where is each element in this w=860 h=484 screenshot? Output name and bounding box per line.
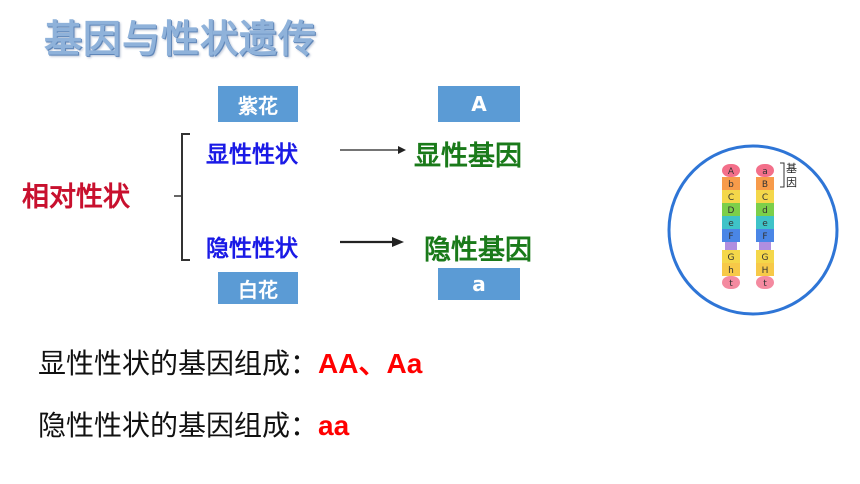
right-chromosome-centromere <box>759 242 771 250</box>
right-chromosome-gene-letter: e <box>762 219 768 229</box>
left-chromosome-band <box>722 203 740 216</box>
right-chromosome-gene-letter: C <box>762 193 768 203</box>
right-chromosome-gene-letter: a <box>762 167 768 177</box>
left-chromosome-gene-letter: C <box>728 193 734 203</box>
right-chromosome-band <box>756 203 774 216</box>
gene-marker-label-1: 基 <box>786 162 797 175</box>
left-chromosome-band <box>722 263 740 276</box>
genotype-aa: aa <box>318 410 350 441</box>
right-chromosome-band <box>756 229 774 242</box>
right-chromosome-band <box>756 263 774 276</box>
dominant-genotype-line: 显性性状的基因组成：AA、Aa <box>38 342 422 382</box>
right-chromosome-band <box>756 177 774 190</box>
right-chromosome-band <box>756 276 774 289</box>
genotype-separator: 、 <box>358 348 387 379</box>
left-chromosome-band <box>722 164 740 177</box>
left-chromosome-gene-letter: h <box>728 266 734 276</box>
right-chromosome-gene-letter: B <box>762 180 768 190</box>
relative-trait-label: 相对性状 <box>22 182 130 213</box>
left-chromosome-gene-letter: G <box>728 253 735 263</box>
left-chromosome-band <box>722 250 740 263</box>
left-chromosome-centromere <box>725 242 737 250</box>
left-chromosome-gene-letter: b <box>728 180 734 190</box>
left-chromosome-gene-letter: F <box>728 232 733 242</box>
left-chromosome-band <box>722 216 740 229</box>
left-chromosome-gene-letter: e <box>728 219 734 229</box>
right-chromosome-gene-letter: d <box>762 206 768 216</box>
left-chromosome-band <box>722 229 740 242</box>
recessive-gene-label: 隐性基因 <box>424 235 532 266</box>
dominant-allele-tag: A <box>438 86 520 122</box>
left-chromosome-band <box>722 177 740 190</box>
genotype-AA: AA <box>318 348 359 379</box>
recessive-allele-tag: a <box>438 268 520 300</box>
recessive-trait-label: 隐性性状 <box>206 236 298 262</box>
left-chromosome-band <box>722 190 740 203</box>
right-chromosome-gene-letter: F <box>762 232 767 242</box>
left-chromosome-gene-letter: t <box>729 279 733 289</box>
right-chromosome-band <box>756 190 774 203</box>
left-chromosome-gene-letter: A <box>728 167 735 177</box>
white-flower-tag: 白花 <box>218 272 298 304</box>
recessive-genotype-line: 隐性性状的基因组成：aa <box>38 404 349 444</box>
right-chromosome-band <box>756 164 774 177</box>
page-title: 基因与性状遗传 <box>44 17 318 61</box>
right-chromosome-band <box>756 216 774 229</box>
dominant-gene-label: 显性基因 <box>414 141 522 172</box>
left-chromosome-gene-letter: D <box>728 206 735 216</box>
right-chromosome-band <box>756 250 774 263</box>
left-chromosome-band <box>722 276 740 289</box>
dominant-trait-label: 显性性状 <box>206 142 298 168</box>
right-chromosome-gene-letter: G <box>762 253 769 263</box>
right-chromosome-gene-letter: H <box>762 266 769 276</box>
gene-marker-label-2: 因 <box>786 176 797 189</box>
right-chromosome-gene-letter: t <box>763 279 767 289</box>
genotype-Aa: Aa <box>386 348 423 379</box>
dominant-genotype-prefix: 显性性状的基因组成： <box>38 347 319 380</box>
recessive-genotype-prefix: 隐性性状的基因组成： <box>38 409 319 442</box>
purple-flower-tag: 紫花 <box>218 86 298 122</box>
